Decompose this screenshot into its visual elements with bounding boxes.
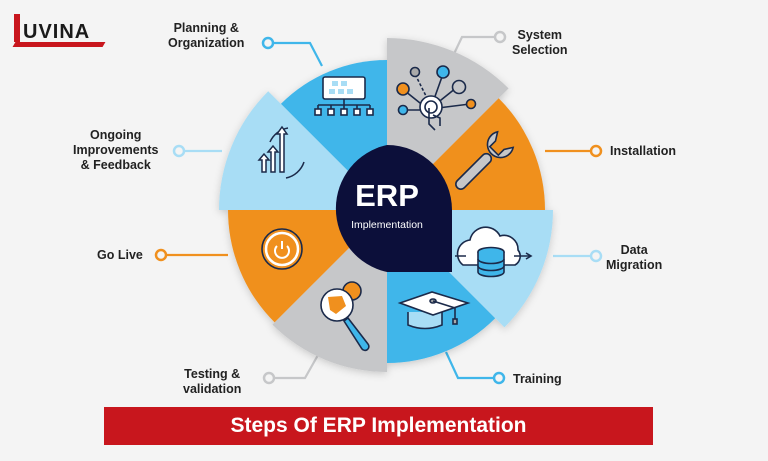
- title-banner: Steps Of ERP Implementation: [104, 407, 653, 445]
- label-system-selection: System Selection: [512, 28, 568, 57]
- growth-cycle-icon: [257, 125, 305, 179]
- label-data-migration: Data Migration: [606, 243, 663, 272]
- luvina-logo: UVINA: [12, 10, 106, 47]
- cloud-database-icon: [455, 226, 533, 278]
- label-testing: Testing & validation: [183, 367, 242, 396]
- logo-mark: [14, 14, 20, 42]
- center-title: ERP: [355, 178, 419, 213]
- graduation-cap-icon: [397, 291, 471, 330]
- network-touch-icon: [396, 65, 477, 131]
- label-go-live: Go Live: [97, 248, 143, 262]
- label-planning: Planning & Organization: [168, 21, 245, 50]
- center-subtitle: Implementation: [351, 219, 423, 231]
- logo-text: UVINA: [23, 21, 91, 43]
- label-installation: Installation: [610, 144, 676, 158]
- label-training: Training: [513, 372, 562, 386]
- connector-lines: [162, 35, 595, 380]
- banner-title: Steps Of ERP Implementation: [230, 414, 527, 437]
- power-icon: [261, 228, 303, 270]
- label-ongoing: Ongoing Improvements & Feedback: [73, 128, 159, 172]
- org-chart-icon: [314, 76, 374, 116]
- wrench-icon: [455, 130, 515, 190]
- center-hub: [335, 145, 452, 272]
- magnifier-gear-icon: [320, 281, 370, 352]
- connector-dots: [154, 30, 603, 385]
